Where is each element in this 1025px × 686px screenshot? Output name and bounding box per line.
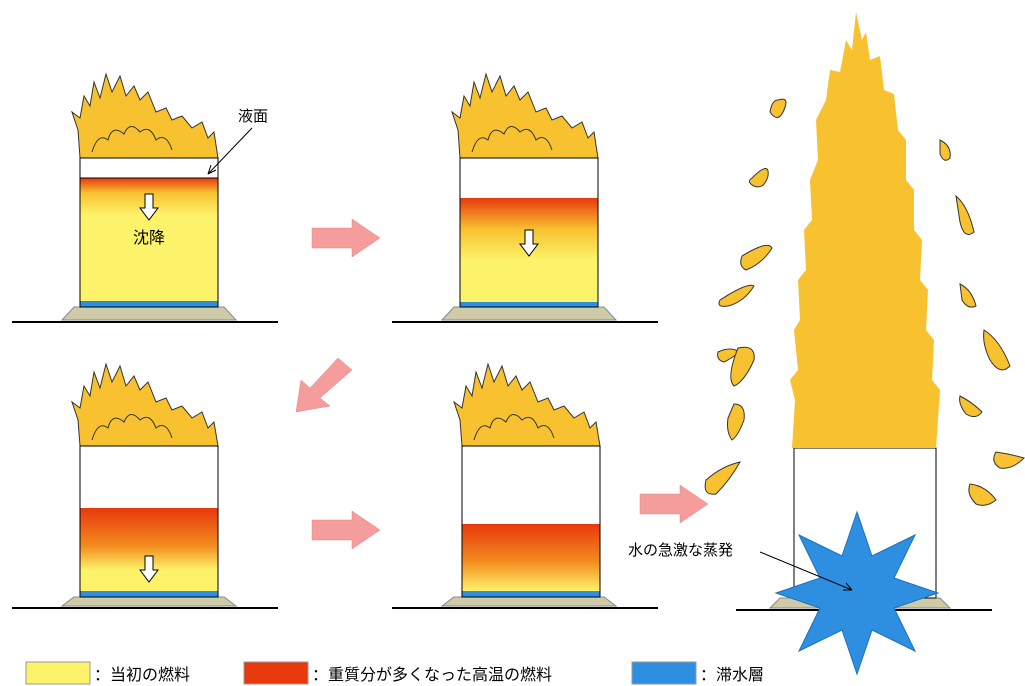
arrow-3-to-4 [311, 510, 381, 550]
water-layer [80, 302, 218, 307]
flame-ember-icon [704, 98, 1025, 506]
water-layer [460, 302, 598, 307]
tank-headspace [460, 158, 598, 198]
starburst-icon [774, 510, 940, 676]
liquid-surface-label: 液面 [238, 107, 268, 125]
legend-label-hot-heavy-fuel: ：重質分が多くなった高温の燃料 [312, 665, 552, 684]
block-arrow-icon [295, 218, 709, 550]
legend-swatch-hot-heavy-fuel [243, 661, 309, 685]
tank-headspace [462, 446, 600, 524]
tank-headspace [79, 157, 219, 179]
leader-line [759, 551, 853, 591]
legend-label-initial-fuel: ：当初の燃料 [94, 665, 190, 684]
rapid-evaporation-label: 水の急激な蒸発 [628, 541, 733, 559]
leader-line [207, 127, 253, 175]
fuel-layer [462, 524, 600, 591]
tank-stage-5-boilover: 水の急激な蒸発 [628, 12, 1025, 676]
water-layer [80, 591, 218, 597]
arrow-4-to-5 [639, 484, 709, 524]
legend-label-water-layer: ：滞水層 [700, 665, 764, 684]
arrow-2-to-3 [295, 357, 353, 413]
sinking-label: 沈降 [133, 228, 165, 247]
legend-swatch-water-layer [631, 661, 697, 685]
tank-base [440, 596, 618, 607]
tank-stage-2 [392, 72, 658, 323]
tank-headspace [80, 446, 218, 508]
tank-stage-3 [12, 362, 278, 609]
tank-base [60, 306, 238, 321]
arrow-1-to-2 [311, 218, 381, 258]
legend: ：当初の燃料 ：重質分が多くなった高温の燃料 ：滞水層 [25, 661, 764, 685]
down-arrow-icon [519, 229, 539, 257]
legend-swatch-initial-fuel [25, 661, 91, 685]
large-flame-icon [790, 12, 940, 448]
tank-base [60, 596, 238, 607]
down-arrow-icon [139, 193, 159, 221]
tank-stage-1: 沈降 液面 [12, 72, 278, 323]
down-arrow-icon [139, 555, 159, 583]
tank-base [440, 306, 618, 321]
tank-stage-4 [392, 362, 658, 609]
water-layer [462, 591, 600, 597]
